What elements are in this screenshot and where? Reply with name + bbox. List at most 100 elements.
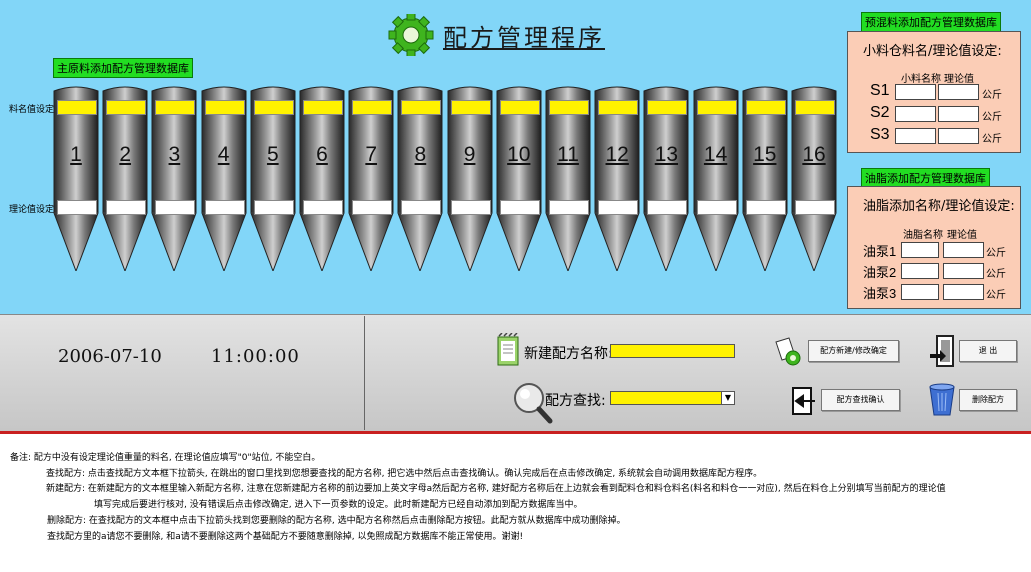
- notes-section: 备注: 配方中没有设定理论值重量的料名, 在理论值应填写"0"站位, 不能空白。…: [10, 451, 1025, 545]
- oil-title: 油脂添加名称/理论值设定:: [863, 199, 1015, 214]
- small-bin-panel: 小料仓料名/理论值设定: 小料名称 理论值 S1 公斤 S2 公斤 S3 公斤: [847, 31, 1021, 153]
- silo-13: 13: [643, 85, 689, 271]
- silo-3: 3: [151, 85, 197, 271]
- exit-button[interactable]: 退 出: [959, 340, 1017, 362]
- silo-value-input[interactable]: [499, 200, 540, 215]
- silo-value-input[interactable]: [253, 200, 294, 215]
- pump2-value-input[interactable]: [943, 263, 984, 279]
- row-label-s2: S2: [870, 104, 890, 121]
- silo-2: 2: [102, 85, 148, 271]
- pump3-name-input[interactable]: [901, 284, 939, 300]
- silo-name-input[interactable]: [57, 100, 97, 115]
- pump1-name-input[interactable]: [901, 242, 939, 258]
- silo-number: 5: [266, 143, 279, 166]
- pump1-value-input[interactable]: [943, 242, 984, 258]
- silo-name-input[interactable]: [549, 100, 589, 115]
- silo-name-input[interactable]: [696, 100, 737, 115]
- silo-number: 3: [168, 143, 181, 166]
- small-bin-col-value: 理论值: [944, 74, 974, 85]
- silo-6: 6: [299, 85, 345, 271]
- silo-name-input[interactable]: [352, 100, 393, 115]
- gear-icon: [388, 14, 434, 56]
- silo-name-input[interactable]: [499, 100, 540, 115]
- silo-value-input[interactable]: [549, 200, 589, 215]
- silo-11: 11: [545, 85, 591, 271]
- silo-name-input[interactable]: [106, 100, 147, 115]
- row-label-pump2: 油泵2: [863, 265, 897, 280]
- confirm-new-button[interactable]: 配方新建/修改确定: [808, 340, 899, 362]
- silo-9: 9: [447, 85, 493, 271]
- silo-number: 1: [70, 143, 82, 166]
- s3-name-input[interactable]: [895, 128, 936, 144]
- pump3-value-input[interactable]: [943, 284, 984, 300]
- s1-value-input[interactable]: [938, 84, 979, 100]
- silo-value-input[interactable]: [106, 200, 147, 215]
- date-display: 2006-07-10: [58, 346, 162, 367]
- silo-number: 15: [753, 143, 777, 166]
- silo-value-input[interactable]: [303, 200, 343, 215]
- row-label-s1: S1: [870, 82, 890, 99]
- row-label-pump1: 油泵1: [863, 244, 897, 259]
- silo-value-input[interactable]: [352, 200, 393, 215]
- silo-number: 11: [557, 143, 579, 166]
- small-bin-col-name: 小料名称: [901, 74, 941, 85]
- s2-name-input[interactable]: [895, 106, 936, 122]
- silo-name-input[interactable]: [155, 100, 196, 115]
- time-display: 11:00:00: [211, 346, 300, 367]
- silo-number: 4: [217, 143, 230, 166]
- silo-name-input[interactable]: [401, 100, 442, 115]
- silo-name-input[interactable]: [450, 100, 491, 115]
- silo-name-input[interactable]: [204, 100, 245, 115]
- value-row-label: 理论值设定:: [9, 205, 58, 215]
- silo-number: 6: [316, 143, 328, 166]
- silo-value-input[interactable]: [696, 200, 737, 215]
- confirm-search-button[interactable]: 配方查找确认: [821, 389, 900, 411]
- note-line: 新建配方: 在新建配方的文本框里输入新配方名称, 注意在您新建配方名称的前边要加…: [46, 484, 946, 495]
- unit-label: 公斤: [982, 90, 1002, 101]
- silo-number: 2: [119, 143, 132, 166]
- silo-value-input[interactable]: [401, 200, 442, 215]
- silo-name-input[interactable]: [253, 100, 294, 115]
- name-row-label: 料名值设定:: [9, 105, 58, 115]
- silo-16: 16: [791, 85, 837, 271]
- silo-name-input[interactable]: [303, 100, 343, 115]
- silo-number: 14: [703, 143, 728, 166]
- silo-value-input[interactable]: [57, 200, 97, 215]
- silo-number: 16: [802, 143, 826, 166]
- silo-value-input[interactable]: [745, 200, 786, 215]
- silo-7: 7: [348, 85, 394, 271]
- silo-value-input[interactable]: [155, 200, 196, 215]
- new-recipe-label: 新建配方名称:: [524, 346, 613, 362]
- silo-number: 10: [507, 143, 531, 166]
- pump2-name-input[interactable]: [901, 263, 939, 279]
- silo-12: 12: [594, 85, 640, 271]
- silo-value-input[interactable]: [647, 200, 688, 215]
- silo-number: 13: [654, 143, 679, 166]
- silo-5: 5: [250, 85, 296, 271]
- recipe-search-select[interactable]: [610, 391, 722, 405]
- silo-number: 8: [414, 143, 427, 166]
- unit-label: 公斤: [982, 134, 1002, 145]
- silo-name-input[interactable]: [795, 100, 835, 115]
- confirm-gear-icon: [775, 337, 801, 366]
- s1-name-input[interactable]: [895, 84, 936, 100]
- silo-value-input[interactable]: [795, 200, 835, 215]
- silo-value-input[interactable]: [450, 200, 491, 215]
- chevron-down-icon[interactable]: ▼: [721, 391, 735, 405]
- new-recipe-input[interactable]: [610, 344, 735, 358]
- note-line: 查找配方里的a请您不要删除, 和a请不要删除这两个基础配方不要随意删除掉, 以免…: [47, 531, 524, 542]
- s2-value-input[interactable]: [938, 106, 979, 122]
- silo-name-input[interactable]: [598, 100, 639, 115]
- silo-name-input[interactable]: [745, 100, 786, 115]
- silo-value-input[interactable]: [598, 200, 639, 215]
- unit-label: 公斤: [982, 112, 1002, 123]
- silo-15: 15: [742, 85, 788, 271]
- note-line: 备注: 配方中没有设定理论值重量的料名, 在理论值应填写"0"站位, 不能空白。: [10, 453, 321, 463]
- silo-name-input[interactable]: [647, 100, 688, 115]
- delete-button[interactable]: 删除配方: [959, 389, 1017, 411]
- small-bin-title: 小料仓料名/理论值设定:: [863, 44, 1002, 59]
- note-line: 查找配方: 点击查找配方文本框下拉箭头, 在跳出的窗口里找到您想要查找的配方名称…: [46, 468, 763, 479]
- s3-value-input[interactable]: [938, 128, 979, 144]
- main-material-db-tag: 主原料添加配方管理数据库: [53, 58, 193, 78]
- silo-value-input[interactable]: [204, 200, 245, 215]
